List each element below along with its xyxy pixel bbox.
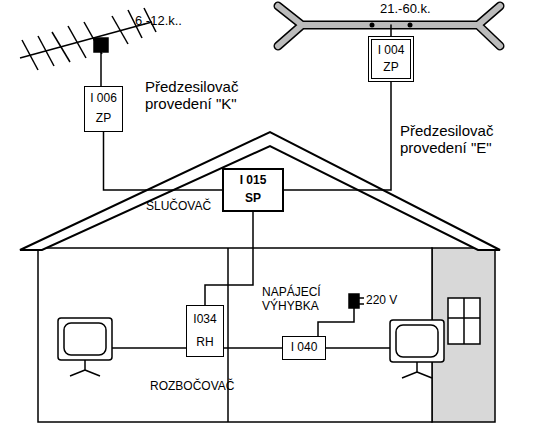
- box-text: RH: [196, 336, 213, 350]
- box-text: I034: [193, 313, 216, 327]
- cable: [205, 212, 253, 305]
- house: [20, 132, 500, 422]
- preamp-label: Předzesilovač provedení "E": [400, 122, 535, 157]
- channel-range: 6.-12.k..: [135, 14, 182, 29]
- tv-set: [310, 320, 444, 378]
- box-text: SP: [245, 192, 261, 206]
- power-diplexer-box: I 040: [282, 336, 326, 360]
- splitter-label: ROZBOČOVAČ: [150, 380, 234, 394]
- combiner-box: I 015SP: [222, 168, 284, 212]
- cable: [224, 347, 282, 349]
- box-text: I 004: [378, 44, 405, 58]
- preamp-box: I 004ZP: [368, 36, 414, 82]
- channel-range: 21.-60.k.: [380, 2, 431, 17]
- power-diplexer-label: NAPÁJECÍ VÝHYBKA: [262, 286, 354, 314]
- preamp-label: Předzesilovač provedení "K": [145, 78, 280, 113]
- preamp-box: I 006ZP: [84, 86, 123, 132]
- voltage-label: 220 V: [366, 294, 397, 308]
- tv-set: [58, 318, 200, 376]
- box-text: I 040: [291, 341, 318, 355]
- box-text: ZP: [383, 61, 398, 75]
- cable: [284, 82, 391, 190]
- box-text: I 015: [240, 174, 267, 188]
- cable: [104, 132, 223, 190]
- splitter-box: I034RH: [186, 305, 224, 357]
- combiner-label: SLUČOVAČ: [146, 200, 211, 214]
- box-text: I 006: [90, 92, 117, 106]
- box-text: ZP: [96, 112, 111, 126]
